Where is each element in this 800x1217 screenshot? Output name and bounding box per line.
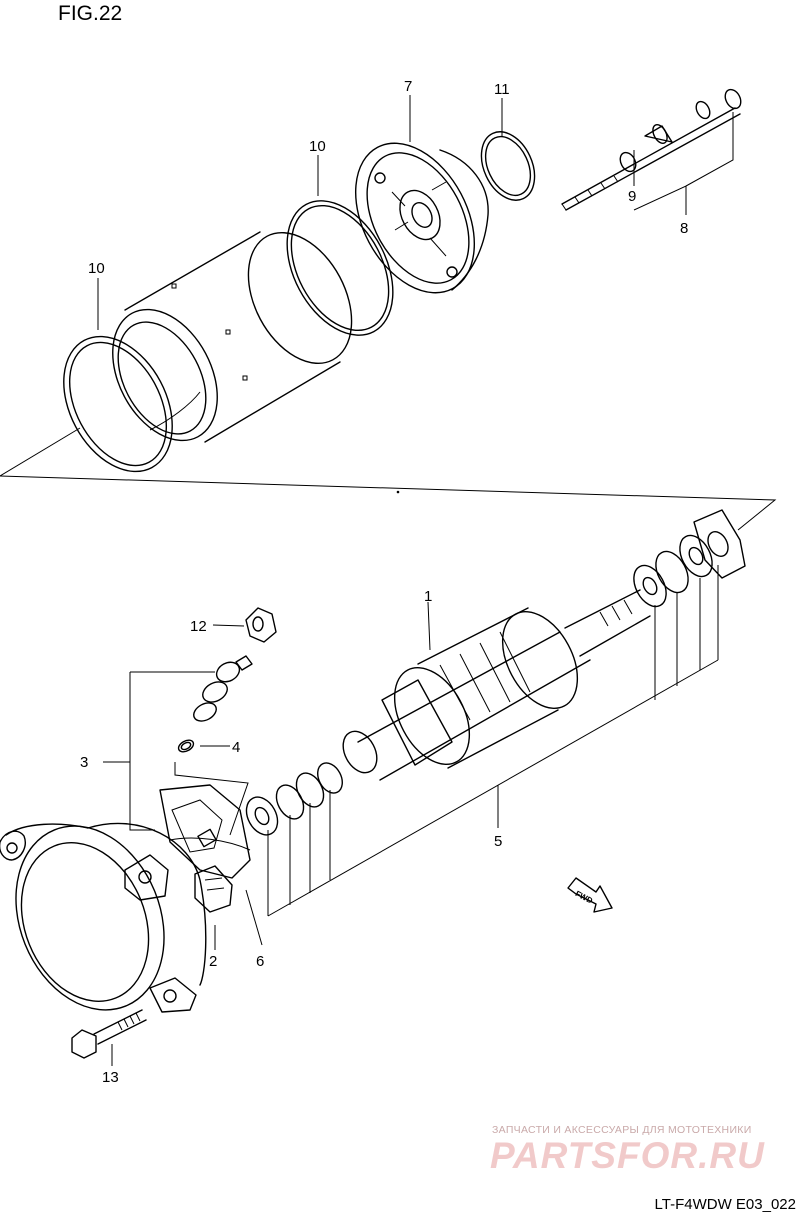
part-3-terminal-set	[193, 655, 253, 722]
part-10-left-o-ring	[63, 335, 173, 473]
part-8-terminal-bolt	[561, 88, 742, 211]
fwd-direction-badge: FWD	[567, 877, 613, 913]
part-11-o-ring	[480, 131, 536, 201]
part-7-end-cover	[354, 142, 489, 294]
brush-plate-assembly	[159, 784, 251, 913]
part-9-washer	[619, 151, 637, 173]
callout-5: 5	[494, 833, 502, 850]
callout-2: 2	[209, 953, 217, 970]
part-4-o-ring	[177, 739, 195, 753]
fwd-label: FWD	[574, 889, 595, 906]
part-12-nut	[245, 607, 277, 643]
part-13-bolt	[71, 1009, 147, 1059]
part-1-armature	[342, 589, 651, 781]
watermark-tagline: ЗАПЧАСТИ И АКСЕССУАРЫ ДЛЯ МОТОТЕХНИКИ	[492, 1124, 752, 1136]
callout-12: 12	[190, 618, 207, 635]
projection-lines	[0, 427, 777, 531]
callout-8: 8	[680, 220, 688, 237]
part-3-bracket	[129, 671, 249, 836]
leader-lines	[97, 95, 734, 1066]
callout-13: 13	[102, 1069, 119, 1086]
callout-10-right: 10	[309, 138, 326, 155]
figure-code: LT-F4WDW E03_022	[654, 1196, 796, 1213]
callout-4: 4	[232, 739, 240, 756]
part-10-right-o-ring	[286, 200, 394, 336]
figure-title: FIG.22	[58, 2, 123, 25]
yoke-housing	[112, 231, 353, 443]
callout-1: 1	[424, 588, 432, 605]
watermark-logo: PARTSFOR.RU	[490, 1135, 765, 1176]
callout-7: 7	[404, 78, 412, 95]
callout-10-left: 10	[88, 260, 105, 277]
front-housing	[0, 822, 251, 1013]
part-5-washer-set	[245, 509, 746, 917]
callout-6: 6	[256, 953, 264, 970]
callout-11: 11	[494, 81, 510, 98]
callout-3: 3	[80, 754, 88, 771]
callout-labels: 7 11 10 10 9 8 1 12 4 3 5 2 6 13	[80, 78, 688, 1086]
callout-9: 9	[628, 188, 636, 205]
